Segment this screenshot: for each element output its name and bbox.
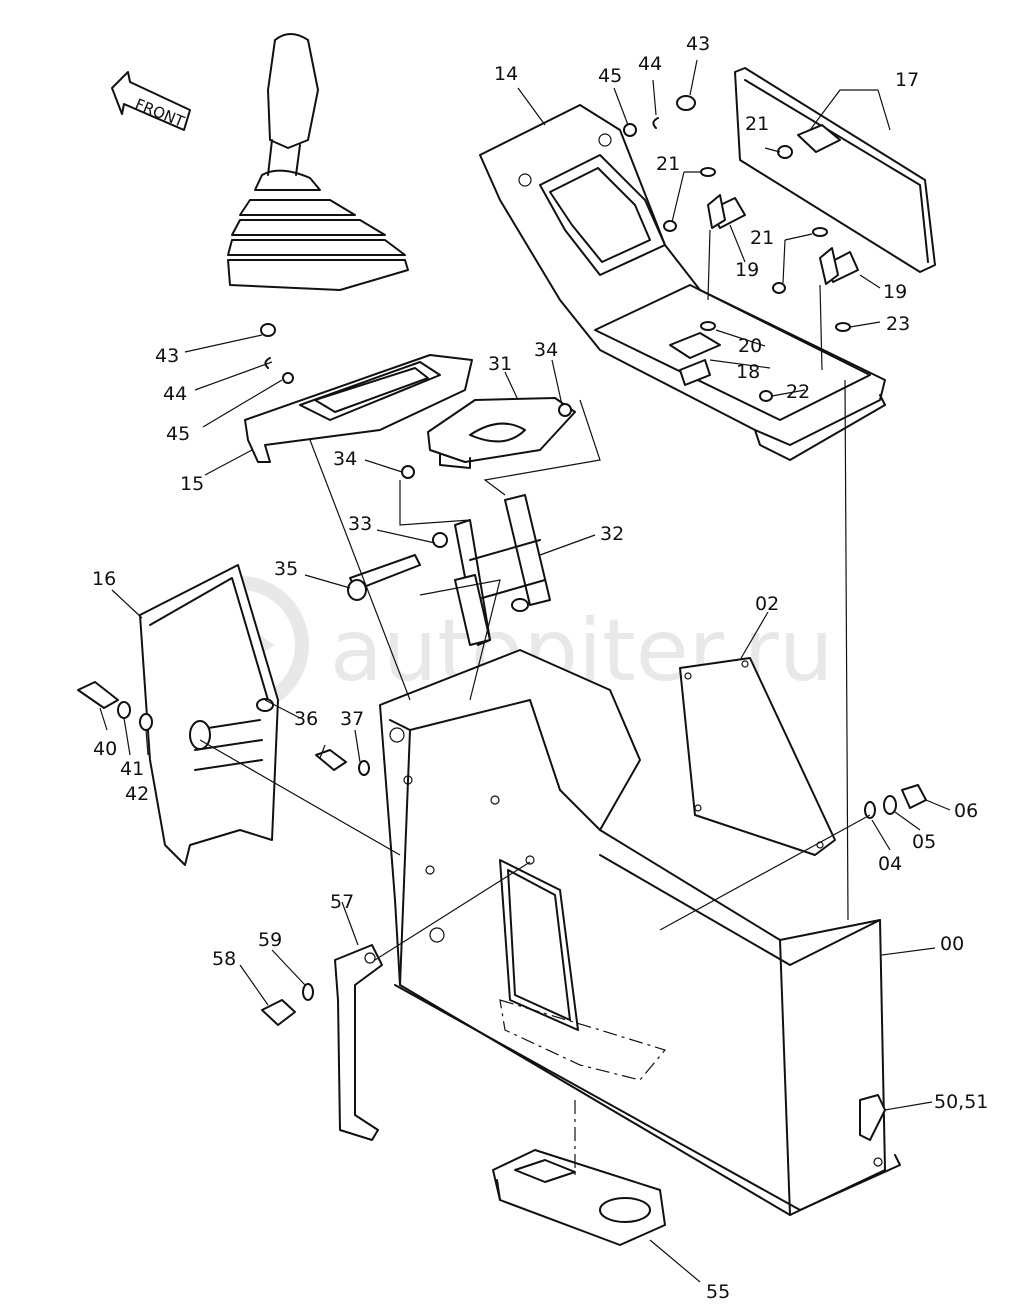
label-40: 40 <box>93 738 117 760</box>
upper-cover-14 <box>479 104 886 461</box>
label-18: 18 <box>736 361 760 383</box>
label-21c: 21 <box>750 227 774 249</box>
label-14: 14 <box>494 63 518 85</box>
label-36: 36 <box>294 708 318 730</box>
label-31: 31 <box>488 353 512 375</box>
handle-57 <box>261 944 383 1141</box>
gear-lever <box>227 33 409 291</box>
label-43a: 43 <box>686 33 710 55</box>
label-45b: 45 <box>166 423 190 445</box>
label-37: 37 <box>340 708 364 730</box>
label-45a: 45 <box>598 65 622 87</box>
latch-18 <box>669 332 721 386</box>
label-34a: 34 <box>534 339 558 361</box>
label-34b: 34 <box>333 448 357 470</box>
label-02: 02 <box>755 593 779 615</box>
label-44b: 44 <box>163 383 187 405</box>
plate-02 <box>679 657 836 856</box>
hinge-19b <box>819 247 859 285</box>
label-33: 33 <box>348 513 372 535</box>
label-19b: 19 <box>883 281 907 303</box>
label-44a: 44 <box>638 53 662 75</box>
label-58: 58 <box>212 948 236 970</box>
part-labels: 14 45 44 43 17 21 21 21 19 19 23 20 18 2… <box>92 33 988 1303</box>
label-17: 17 <box>895 69 919 91</box>
label-21a: 21 <box>745 113 769 135</box>
label-19a: 19 <box>735 259 759 281</box>
label-21b: 21 <box>656 153 680 175</box>
label-59: 59 <box>258 929 282 951</box>
bolts-left <box>77 681 370 776</box>
side-panel-16 <box>139 564 279 866</box>
hinge-19a <box>707 194 746 229</box>
main-body-00 <box>379 649 901 1216</box>
label-55: 55 <box>706 1281 730 1303</box>
label-16: 16 <box>92 568 116 590</box>
label-06: 06 <box>954 800 978 822</box>
callout-leaders <box>99 59 951 1283</box>
label-42: 42 <box>125 783 149 805</box>
mat-55 <box>492 1149 666 1246</box>
front-arrow: FRONT <box>111 71 191 131</box>
lever-bracket-15 <box>244 323 473 463</box>
fasteners-upper <box>623 95 851 402</box>
label-05: 05 <box>912 831 936 853</box>
front-label: FRONT <box>133 95 188 131</box>
label-20: 20 <box>738 335 762 357</box>
label-15: 15 <box>180 473 204 495</box>
label-57: 57 <box>330 891 354 913</box>
label-43b: 43 <box>155 345 179 367</box>
label-22: 22 <box>786 381 810 403</box>
label-50-51: 50,51 <box>934 1091 988 1113</box>
plate-31 <box>401 397 576 479</box>
label-35: 35 <box>274 558 298 580</box>
label-32: 32 <box>600 523 624 545</box>
label-04: 04 <box>878 853 902 875</box>
bracket-32 <box>347 494 551 646</box>
lid-17 <box>734 67 936 273</box>
label-41: 41 <box>120 758 144 780</box>
assembly-lines <box>199 229 871 1175</box>
label-23: 23 <box>886 313 910 335</box>
label-00: 00 <box>940 933 964 955</box>
